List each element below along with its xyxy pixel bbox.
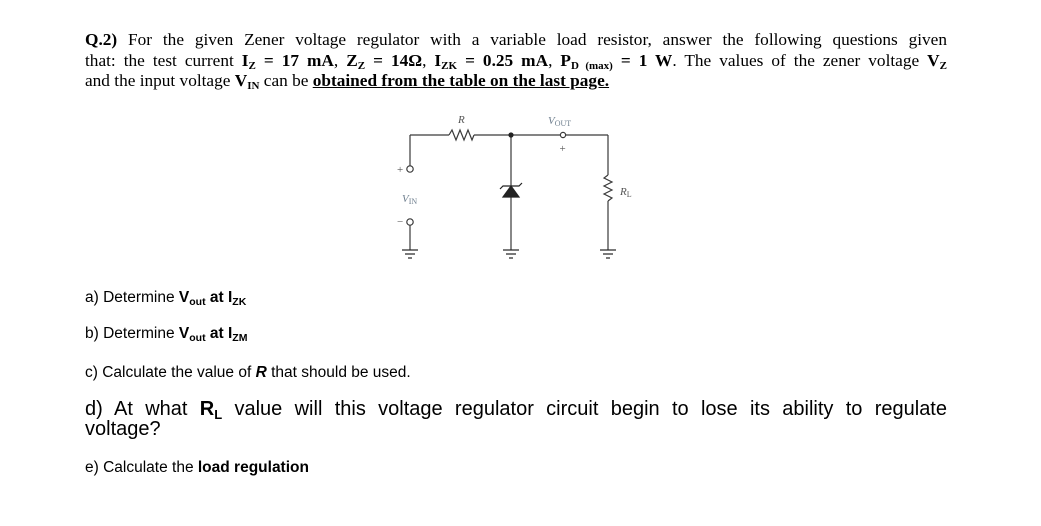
part-c-r-symbol: R xyxy=(255,364,267,381)
part-c: c) Calculate the value of R that should … xyxy=(85,364,411,381)
ground-symbol-load xyxy=(600,249,616,259)
zz-given: ZZ = 14Ω xyxy=(346,50,423,72)
question-header: Q.2) For the given Zener voltage regulat… xyxy=(85,30,947,92)
vin-minus-terminal xyxy=(406,218,414,226)
zener-regulator-circuit: R VOUT + + VIN − RL xyxy=(397,114,632,259)
table-reference: obtained from the table on the last page… xyxy=(312,71,610,90)
iz-given: IZ = 17 mA xyxy=(241,50,334,72)
vin-plus-terminal xyxy=(406,165,414,173)
vin-label: VIN xyxy=(402,193,417,206)
resistor-r xyxy=(448,128,475,142)
part-b-vout: Vout at IZM xyxy=(178,325,248,344)
part-d-line-2: voltage? xyxy=(85,418,161,440)
question-line-2: that: the test current IZ = 17 mA, ZZ = … xyxy=(85,50,947,72)
r-label: R xyxy=(457,114,465,126)
junction-dot xyxy=(508,132,514,138)
question-number: Q.2) xyxy=(85,30,118,49)
part-e: e) Calculate the load regulation xyxy=(85,459,309,476)
vout-terminal xyxy=(559,131,567,139)
given-lead: that: the test current xyxy=(85,50,242,70)
part-a: a) Determine Vout at IZK xyxy=(85,289,247,308)
vin-plus-sign: + xyxy=(397,164,403,176)
question-line-3: and the input voltage VIN can be obtaine… xyxy=(85,71,610,92)
question-intro: For the given Zener voltage regulator wi… xyxy=(117,30,947,49)
ground-symbol-vin xyxy=(402,249,418,259)
part-d-rl-symbol: RL xyxy=(199,398,223,422)
question-line-1: Q.2) For the given Zener voltage regulat… xyxy=(85,30,947,51)
vz-symbol: VZ xyxy=(927,50,947,72)
pd-given: PD (max) = 1 W xyxy=(560,50,673,72)
vout-plus-sign: + xyxy=(560,143,566,155)
part-d-line-1: d) At what RL value will this voltage re… xyxy=(85,398,947,422)
izk-given: IZK = 0.25 mA xyxy=(434,50,549,72)
rl-label: RL xyxy=(619,186,632,199)
part-e-load-regulation: load regulation xyxy=(197,459,309,476)
vout-label: VOUT xyxy=(548,115,571,128)
part-b: b) Determine Vout at IZM xyxy=(85,325,248,344)
ground-symbol-zener xyxy=(503,249,519,259)
vin-minus-sign: − xyxy=(397,216,403,228)
part-a-vout: Vout at IZK xyxy=(178,289,247,308)
resistor-rl xyxy=(602,174,614,202)
zener-diode xyxy=(499,182,523,198)
part-d: d) At what RL value will this voltage re… xyxy=(85,399,947,439)
vin-symbol: VIN xyxy=(234,71,260,92)
